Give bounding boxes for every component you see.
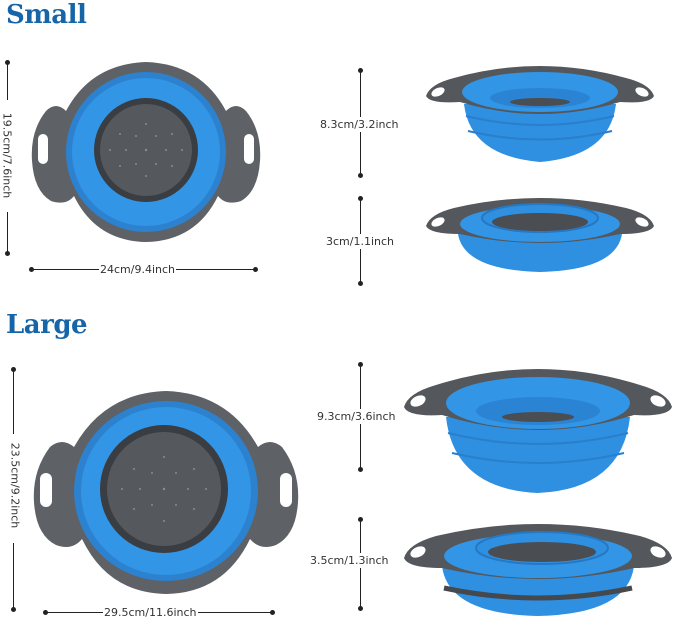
- large-width-label: 29.5cm/11.6inch: [103, 606, 198, 619]
- small-width-label: 24cm/9.4inch: [99, 263, 177, 276]
- large-colander-top-view: [33, 391, 299, 594]
- small-collapsed-height-label: 3cm/1.1inch: [326, 234, 395, 249]
- small-colander-top-view: [31, 62, 261, 242]
- small-colander-expanded-side-view: [426, 66, 654, 162]
- large-height-label: 23.5cm/9.2inch: [8, 442, 22, 529]
- large-colander-collapsed-side-view: [404, 524, 672, 616]
- small-expanded-height-label: 8.3cm/3.2inch: [320, 117, 399, 132]
- large-expanded-height-label: 9.3cm/3.6inch: [317, 409, 396, 424]
- small-height-label: 19.5cm/7.6inch: [0, 112, 14, 199]
- small-section-title: Small: [6, 0, 87, 30]
- large-colander-expanded-side-view: [404, 369, 672, 493]
- small-colander-collapsed-side-view: [426, 198, 654, 272]
- large-collapsed-height-label: 3.5cm/1.3inch: [310, 553, 389, 568]
- large-section-title: Large: [6, 310, 88, 340]
